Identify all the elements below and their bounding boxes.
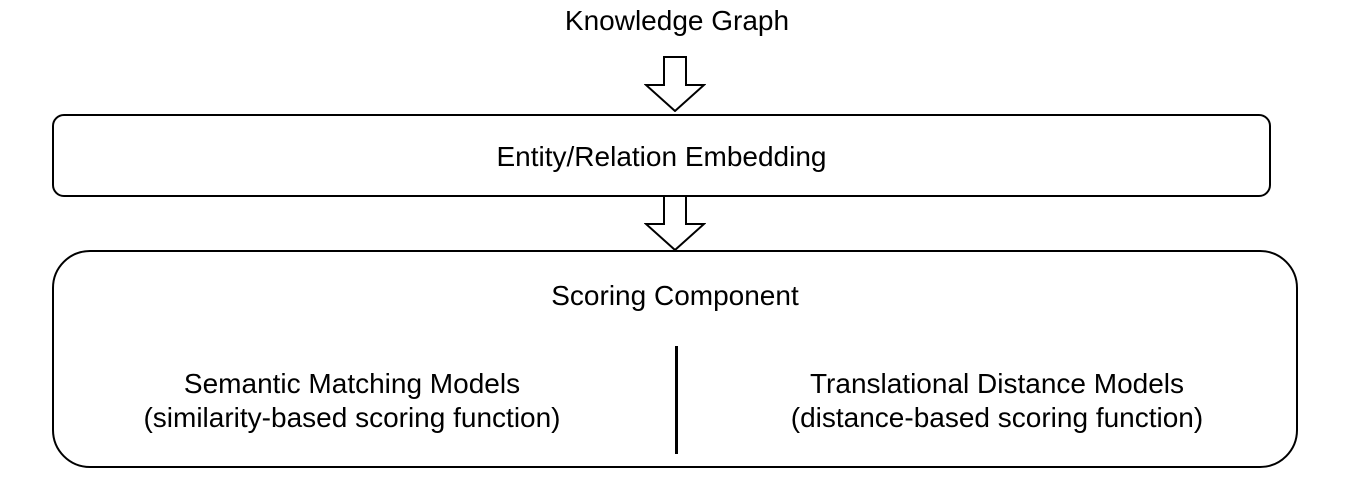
- knowledge-graph-label: Knowledge Graph: [564, 5, 790, 36]
- hollow-down-arrow-icon: [644, 56, 706, 112]
- scoring-component-box: Scoring Component Semantic Matching Mode…: [52, 250, 1298, 468]
- translational-distance-models: Translational Distance Models (distance-…: [694, 367, 1300, 435]
- translational-distance-title: Translational Distance Models: [809, 368, 1185, 399]
- embedding-label: Entity/Relation Embedding: [496, 141, 827, 172]
- hollow-down-arrow-icon: [644, 195, 706, 251]
- semantic-matching-models: Semantic Matching Models (similarity-bas…: [54, 367, 650, 435]
- column-divider: [675, 346, 678, 454]
- semantic-matching-title: Semantic Matching Models: [183, 368, 521, 399]
- scoring-component-title: Scoring Component: [551, 280, 799, 311]
- translational-distance-subtitle: (distance-based scoring function): [790, 402, 1204, 433]
- semantic-matching-subtitle: (similarity-based scoring function): [143, 402, 561, 433]
- embedding-box: Entity/Relation Embedding: [52, 114, 1271, 197]
